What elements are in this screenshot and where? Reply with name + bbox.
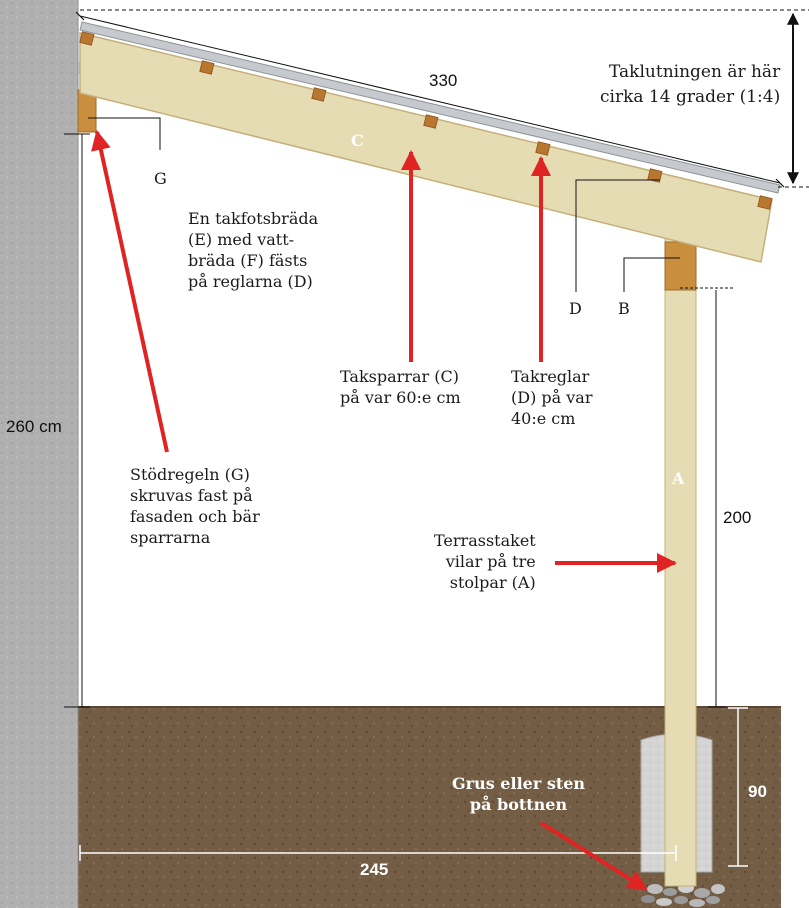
arrow-gravel	[539, 821, 648, 891]
post-note: Terrasstaket vilar på tre stolpar (A)	[434, 531, 536, 592]
ground-width-label: 245	[360, 860, 389, 879]
post-height-label: 200	[723, 508, 752, 527]
batten-note: Takreglar (D) på var 40:e cm	[511, 367, 593, 428]
house-wall	[0, 0, 78, 908]
leader-b	[623, 257, 680, 292]
leader-g	[88, 117, 161, 150]
roof-sheet	[79, 21, 781, 194]
part-label-d: D	[569, 299, 582, 318]
eave-note: En takfotsbräda (E) med vatt- bräda (F) …	[188, 209, 319, 291]
beam-b	[664, 241, 697, 291]
part-label-c: C	[351, 131, 364, 150]
slope-note: Taklutningen är här cirka 14 grader (1:4…	[600, 62, 781, 107]
footing-depth-label: 90	[748, 782, 767, 801]
ledger-note: Stödregeln (G) skruvas fast på fasaden o…	[130, 465, 260, 547]
part-label-b: B	[618, 299, 630, 318]
rafter-note: Taksparrar (C) på var 60:e cm	[340, 367, 461, 407]
arrow-ledger	[91, 130, 169, 453]
roof-length-label: 330	[429, 71, 458, 90]
leader-d	[575, 179, 660, 292]
wall-height-label: 260 cm	[6, 417, 62, 436]
gravel-bed	[641, 883, 725, 907]
battens-d	[79, 31, 773, 210]
part-label-g: G	[154, 169, 167, 188]
part-label-a: A	[672, 469, 685, 488]
gravel-note: Grus eller sten på bottnen	[452, 774, 586, 814]
